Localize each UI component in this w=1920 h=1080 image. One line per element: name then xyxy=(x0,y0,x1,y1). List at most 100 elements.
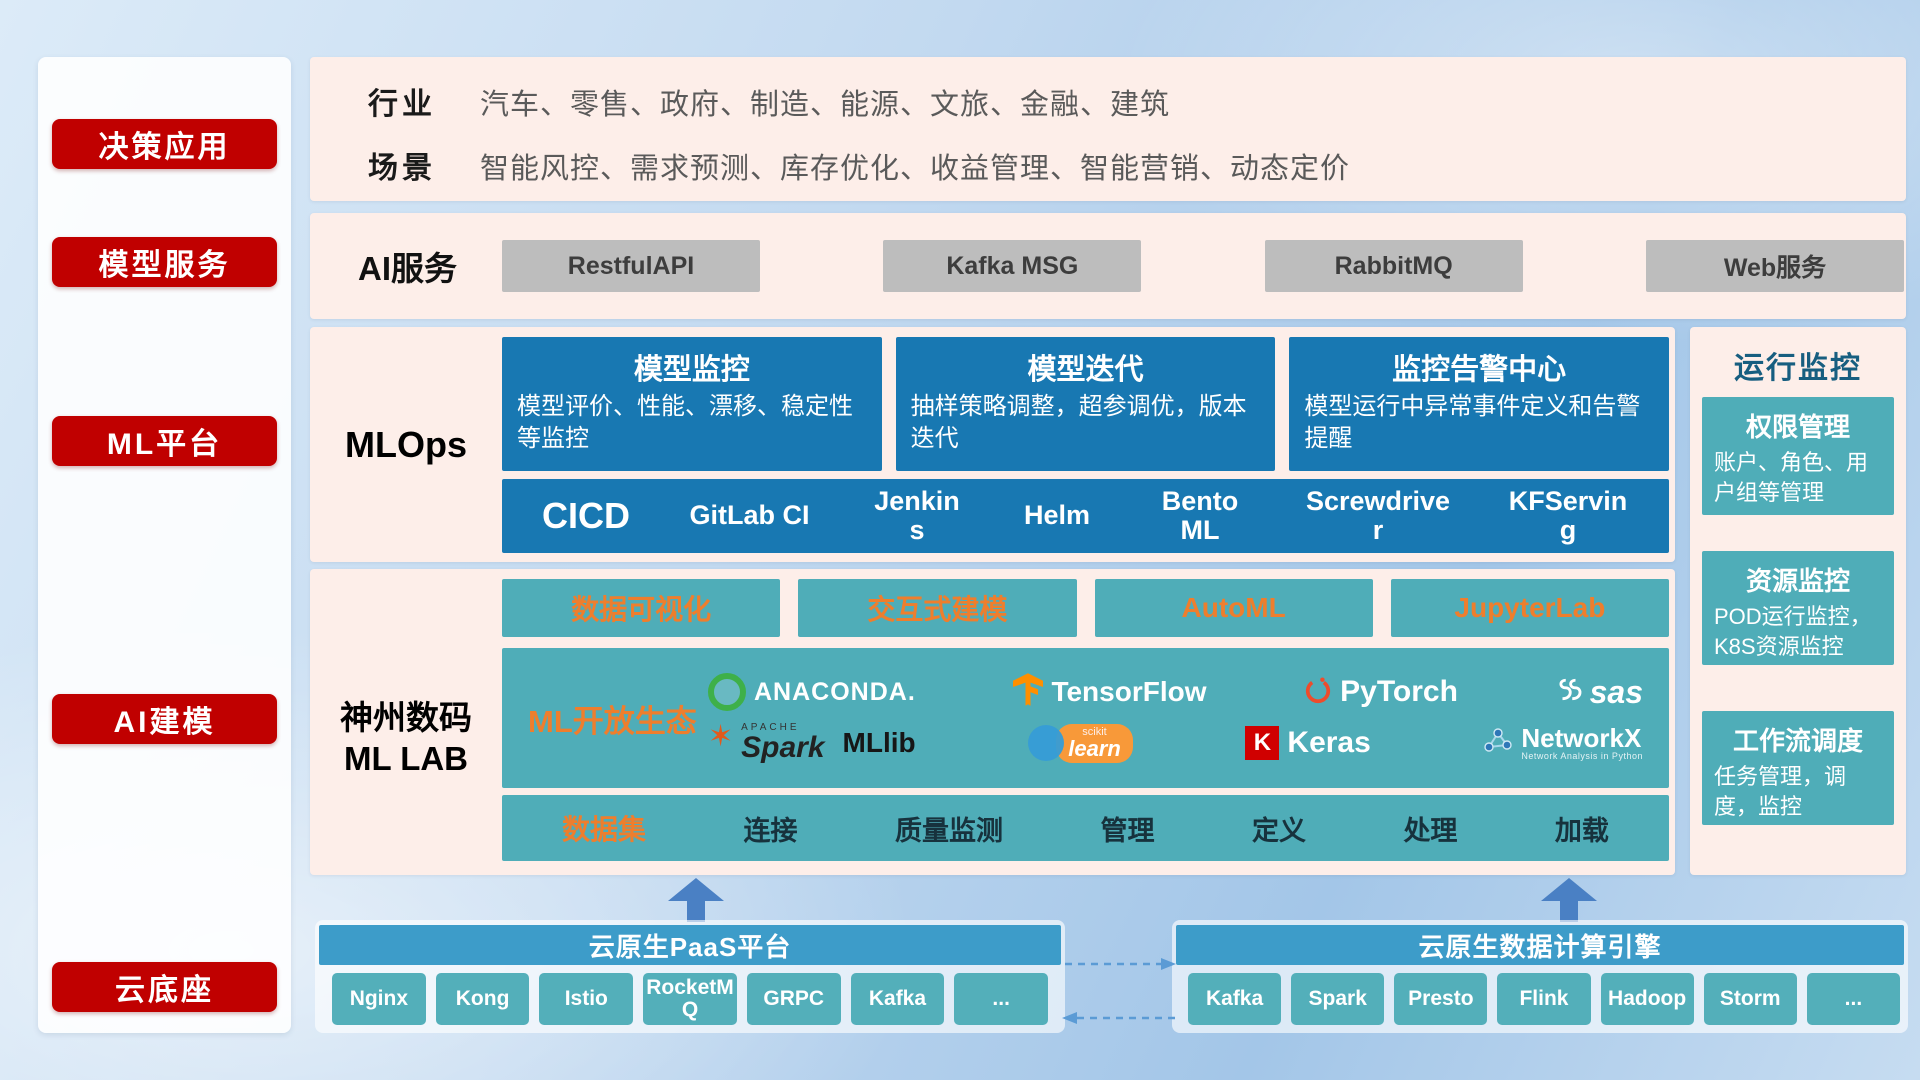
logo-row-2: ✶ APACHE Spark MLlib scikit learn xyxy=(708,720,1643,764)
cicd-item-gitlab-ci: GitLab CI xyxy=(689,500,810,531)
up-arrow-right xyxy=(1541,878,1597,922)
ai-service-panel: AI服务 RestfulAPI Kafka MSG RabbitMQ Web服务 xyxy=(310,213,1906,319)
service-button-restfulapi: RestfulAPI xyxy=(502,240,760,292)
scikit-learn-icon xyxy=(1028,725,1065,761)
scenario-list: 智能风控、需求预测、库存优化、收益管理、智能营销、动态定价 xyxy=(480,153,1351,185)
card-desc: 模型评价、性能、漂移、稳定性等监控 xyxy=(517,393,853,453)
paas-components: Nginx Kong Istio RocketMQ GRPC Kafka ... xyxy=(332,973,1049,1025)
chip-istio: Istio xyxy=(539,973,634,1025)
dataset-label: 数据集 xyxy=(562,814,647,845)
data-engine-components: Kafka Spark Presto Flink Hadoop Storm ..… xyxy=(1188,973,1900,1025)
ml-lab-feature-buttons: 数据可视化 交互式建模 AutoML JupyterLab xyxy=(502,579,1669,637)
card-title: 模型监控 xyxy=(633,354,750,386)
keras-icon: K xyxy=(1245,726,1280,760)
cicd-item-kfserving: KFServing xyxy=(1508,485,1628,545)
pytorch-icon xyxy=(1304,674,1332,710)
chip-presto: Presto xyxy=(1394,973,1488,1025)
card-desc: 任务管理，调度，监控 xyxy=(1714,764,1847,819)
scikit-learn-badge: scikit learn xyxy=(1056,723,1133,763)
mlops-label: MLOps xyxy=(345,423,467,465)
chip-storm: Storm xyxy=(1703,973,1797,1025)
runtime-monitoring-title: 运行监控 xyxy=(1734,352,1862,385)
pytorch-logo: PyTorch xyxy=(1304,674,1458,710)
card-desc: POD运行监控，K8S资源监控 xyxy=(1714,604,1872,659)
data-engine-header: 云原生数据计算引擎 xyxy=(1176,925,1904,965)
keras-wordmark: Keras xyxy=(1287,726,1371,759)
mlops-card-model-monitoring: 模型监控 模型评价、性能、漂移、稳定性等监控 xyxy=(502,337,882,471)
service-button-web: Web服务 xyxy=(1645,240,1904,292)
spark-mllib-logo: ✶ APACHE Spark MLlib xyxy=(708,720,916,764)
ecosystem-logos: ANACONDA. TensorFlow PyTorch xyxy=(708,673,1669,763)
cicd-items: GitLab CI Jenkins Helm BentoML Screwdriv… xyxy=(672,485,1669,545)
ai-service-buttons: RestfulAPI Kafka MSG RabbitMQ Web服务 xyxy=(502,213,1904,319)
card-title: 模型迭代 xyxy=(1027,354,1144,386)
mlops-card-alert-center: 监控告警中心 模型运行中异常事件定义和告警提醒 xyxy=(1289,337,1670,471)
cicd-item-jenkins: Jenkins xyxy=(874,485,960,545)
industry-label: 行业 xyxy=(368,88,436,121)
dataset-step-define: 定义 xyxy=(1251,815,1306,846)
industry-list: 汽车、零售、政府、制造、能源、文旅、金融、建筑 xyxy=(480,89,1171,121)
tensorflow-logo: TensorFlow xyxy=(1013,673,1206,711)
card-title: 工作流调度 xyxy=(1732,726,1863,756)
dataset-step-load: 加载 xyxy=(1554,815,1609,846)
service-button-kafka-msg: Kafka MSG xyxy=(883,240,1142,292)
category-ml-platform: ML平台 xyxy=(52,416,277,466)
networkx-icon xyxy=(1483,725,1513,760)
monitor-card-workflow: 工作流调度 任务管理，调度，监控 xyxy=(1702,711,1894,825)
chip-kong: Kong xyxy=(435,973,530,1025)
category-model-service: 模型服务 xyxy=(52,237,277,287)
card-title: 监控告警中心 xyxy=(1392,354,1567,386)
chip-flink: Flink xyxy=(1497,973,1591,1025)
card-desc: 抽样策略调整，超参调优，版本迭代 xyxy=(910,393,1247,453)
sas-logo: sas xyxy=(1556,674,1643,711)
keras-initial: K xyxy=(1253,729,1272,756)
spark-apache-text: APACHE xyxy=(741,722,800,733)
category-ai-modeling: AI建模 xyxy=(52,694,277,744)
anaconda-wordmark: ANACONDA. xyxy=(754,677,916,706)
networkx-wordmark: NetworkX Network Analysis in Python xyxy=(1521,724,1643,762)
left-category-rail: 决策应用 模型服务 ML平台 AI建模 云底座 xyxy=(38,57,291,1033)
category-decision-apps: 决策应用 xyxy=(52,119,277,169)
mllib-text: MLlib xyxy=(842,727,916,758)
networkx-text: NetworkX xyxy=(1521,722,1642,753)
feature-automl: AutoML xyxy=(1094,579,1373,637)
scikit-text: scikit xyxy=(1082,725,1107,738)
card-desc: 账户、角色、用户组等管理 xyxy=(1714,450,1869,505)
networkx-logo: NetworkX Network Analysis in Python xyxy=(1483,724,1643,762)
industry-scenario-panel: 行业 汽车、零售、政府、制造、能源、文旅、金融、建筑 场景 智能风控、需求预测、… xyxy=(310,57,1906,201)
dataset-step-manage: 管理 xyxy=(1100,815,1155,846)
cicd-item-helm: Helm xyxy=(1023,500,1091,531)
dashed-connector-arrows xyxy=(1062,958,1176,1024)
feature-data-visualization: 数据可视化 xyxy=(502,579,781,637)
anaconda-icon xyxy=(708,673,746,711)
spark-icon: ✶ xyxy=(708,720,734,753)
spark-text: Spark xyxy=(741,731,825,764)
logo-row-1: ANACONDA. TensorFlow PyTorch xyxy=(708,673,1643,711)
ml-open-ecosystem-label: ML开放生态 xyxy=(528,703,697,739)
cicd-bar: CICD GitLab CI Jenkins Helm BentoML Scre… xyxy=(502,479,1669,553)
chip-more2: ... xyxy=(1806,973,1900,1025)
cicd-item-bentoml: BentoML xyxy=(1161,485,1239,545)
ai-service-label: AI服务 xyxy=(358,250,457,287)
category-cloud-base: 云底座 xyxy=(52,962,277,1012)
ml-lab-label: 神州数码 ML LAB xyxy=(310,697,502,780)
keras-logo: K Keras xyxy=(1245,726,1371,760)
up-arrow-left xyxy=(668,878,724,922)
dataset-pipeline-bar: 数据集 连接 质量监测 管理 定义 处理 加载 xyxy=(502,795,1669,861)
ml-lab-panel: 神州数码 ML LAB 数据可视化 交互式建模 AutoML JupyterLa… xyxy=(310,569,1675,875)
dataset-step-quality: 质量监测 xyxy=(894,815,1003,846)
mlops-card-model-iteration: 模型迭代 抽样策略调整，超参调优，版本迭代 xyxy=(895,337,1276,471)
tensorflow-icon xyxy=(1013,673,1044,711)
scikit-learn-logo: scikit learn xyxy=(1028,723,1133,763)
learn-text: learn xyxy=(1068,735,1121,761)
chip-kafka: Kafka xyxy=(850,973,945,1025)
chip-spark: Spark xyxy=(1291,973,1385,1025)
anaconda-logo: ANACONDA. xyxy=(708,673,916,711)
card-title: 权限管理 xyxy=(1745,412,1850,442)
chip-hadoop: Hadoop xyxy=(1600,973,1694,1025)
feature-jupyterlab: JupyterLab xyxy=(1390,579,1669,637)
monitor-card-permissions: 权限管理 账户、角色、用户组等管理 xyxy=(1702,397,1894,515)
sas-wordmark: sas xyxy=(1589,673,1643,710)
ml-lab-label-line1: 神州数码 xyxy=(340,699,472,736)
